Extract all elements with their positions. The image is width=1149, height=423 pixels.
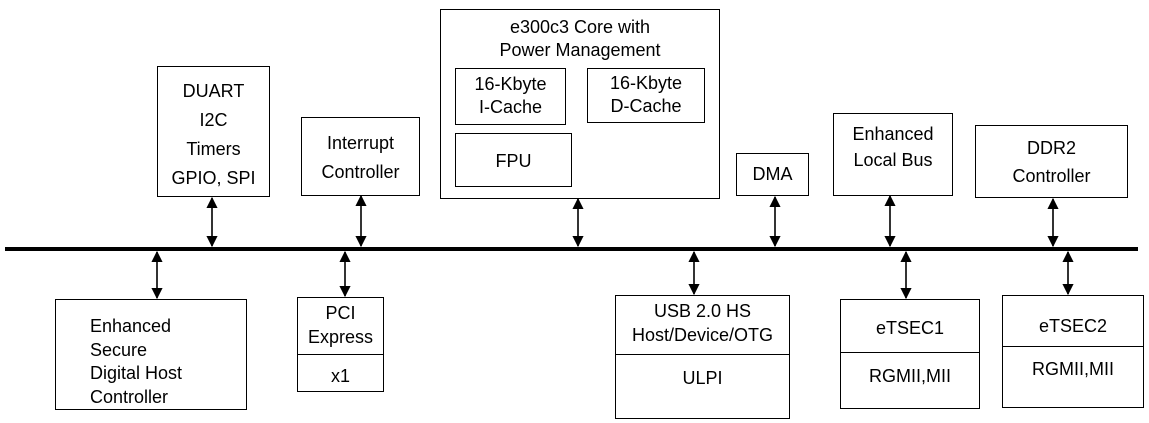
dcache-block: 16-Kbyte D-Cache: [587, 68, 705, 123]
dcache-line: 16-Kbyte: [609, 73, 683, 93]
core-title-line: Power Management: [499, 40, 661, 60]
pci-express-block: PCI Express x1: [297, 297, 384, 392]
interrupt-line: Controller: [321, 162, 400, 182]
icache-line: I-Cache: [478, 97, 543, 117]
ddr2-line: DDR2: [1026, 138, 1076, 158]
fpu-label: FPU: [495, 151, 532, 171]
usb-line: Host/Device/OTG: [631, 325, 774, 345]
peripherals-line: GPIO, SPI: [171, 168, 256, 188]
ddr2-line: Controller: [1012, 166, 1091, 186]
peripherals-block: DUART I2C Timers GPIO, SPI: [157, 66, 270, 197]
interrupt-controller-block: Interrupt Controller: [301, 117, 420, 196]
core-title-line: e300c3 Core with: [509, 17, 651, 37]
icache-line: 16-Kbyte: [474, 74, 547, 94]
ddr2-controller-block: DDR2 Controller: [975, 125, 1128, 198]
esdhc-block: Enhanced Secure Digital Host Controller: [55, 299, 247, 410]
interrupt-line: Interrupt: [326, 133, 395, 153]
pci-line: Express: [307, 327, 374, 347]
local-bus-line: Enhanced: [852, 124, 934, 144]
pci-lanes: x1: [330, 366, 350, 386]
dma-label: DMA: [752, 164, 793, 184]
etsec2-block: eTSEC2 RGMII,MII: [1002, 295, 1144, 408]
etsec2-iface: RGMII,MII: [1032, 359, 1114, 379]
etsec1-name: eTSEC1: [875, 318, 945, 338]
peripherals-line: I2C: [199, 110, 228, 130]
etsec2-name: eTSEC2: [1038, 316, 1108, 336]
usb-phy: ULPI: [682, 368, 723, 388]
esdhc-line: Enhanced: [90, 316, 172, 336]
etsec1-iface: RGMII,MII: [869, 366, 951, 386]
fpu-block: FPU: [455, 133, 572, 187]
core-block: e300c3 Core with Power Management 16-Kby…: [440, 9, 720, 199]
etsec1-block: eTSEC1 RGMII,MII: [840, 299, 980, 409]
esdhc-line: Digital Host: [90, 363, 183, 383]
local-bus-block: Enhanced Local Bus: [833, 113, 953, 196]
icache-block: 16-Kbyte I-Cache: [455, 68, 566, 125]
pci-line: PCI: [325, 303, 356, 323]
esdhc-line: Secure: [90, 339, 148, 360]
usb-line: USB 2.0 HS: [653, 301, 752, 321]
local-bus-line: Local Bus: [853, 150, 933, 170]
usb-block: USB 2.0 HS Host/Device/OTG ULPI: [615, 295, 790, 419]
peripherals-line: DUART: [182, 81, 245, 101]
peripherals-line: Timers: [186, 139, 241, 159]
dcache-line: D-Cache: [610, 96, 682, 116]
dma-block: DMA: [736, 153, 809, 196]
esdhc-line: Controller: [90, 386, 169, 407]
